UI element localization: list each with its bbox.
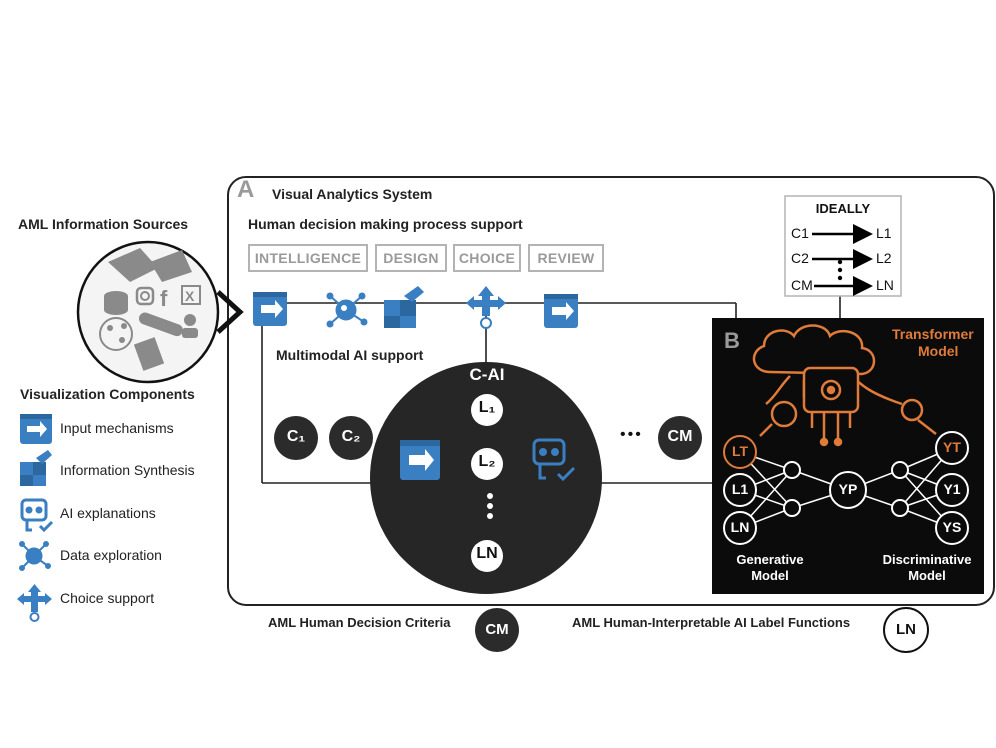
functions-label: AML Human-Interpretable AI Label Functio… — [572, 615, 851, 630]
legend-robot-icon — [20, 498, 54, 533]
ideally-title: IDEALLY — [815, 201, 871, 216]
criteria-label: AML Human Decision Criteria — [268, 615, 451, 630]
node-yp: YP — [838, 481, 858, 497]
label-ln: LN — [476, 545, 498, 562]
sources-title: AML Information Sources — [18, 216, 189, 232]
input-mechanism-icon-2 — [544, 294, 578, 328]
ideally-l1: L1 — [876, 225, 892, 241]
generative-label-line1: Generative — [736, 552, 804, 567]
vertical-ellipsis — [487, 493, 493, 519]
criterion-c1-circle — [274, 416, 318, 460]
stage-design: DESIGN — [375, 244, 447, 272]
legend-input-mechanism-icon — [20, 414, 52, 444]
legend-puzzle-icon — [20, 450, 52, 486]
ideally-cm: CM — [791, 277, 813, 293]
label-l1-circle — [471, 394, 503, 426]
input-mechanism-icon — [253, 292, 287, 326]
criterion-c2-circle — [329, 416, 373, 460]
node-lt: LT — [731, 443, 749, 459]
neural-network-nodes — [723, 431, 969, 545]
node-l1: L1 — [731, 481, 749, 497]
label-ln-circle — [471, 540, 503, 572]
stage-review: REVIEW — [528, 244, 604, 272]
transformer-label-line1: Transformer — [892, 326, 974, 342]
transformer-brain-icon — [752, 324, 937, 447]
criterion-cm-circle — [658, 416, 702, 460]
ideally-l2: L2 — [876, 250, 892, 266]
label-l1: L₁ — [478, 399, 496, 416]
ideally-c1: C1 — [791, 225, 809, 241]
svg-text:f: f — [160, 286, 168, 311]
legend-data-exploration-icon — [19, 541, 51, 571]
criterion-c1: C₁ — [286, 428, 306, 445]
legend-choice-support-icon — [17, 584, 52, 622]
ideally-box — [784, 195, 902, 297]
legend-item-ai-explanations: AI explanations — [60, 505, 156, 521]
ideally-ellipsis — [837, 259, 843, 281]
chevron-right-icon — [216, 290, 244, 334]
node-y1: Y1 — [943, 481, 961, 497]
criterion-c2: C₂ — [341, 428, 361, 445]
criteria-badge-circle — [475, 608, 519, 652]
panel-a-letter: A — [237, 176, 255, 203]
legend-item-data-exploration: Data exploration — [60, 547, 162, 563]
svg-text:X: X — [185, 288, 195, 304]
ideally-ln: LN — [876, 277, 894, 293]
functions-badge: LN — [896, 621, 916, 638]
robot-icon — [532, 438, 576, 482]
criteria-badge: CM — [485, 621, 509, 638]
stage-intelligence: INTELLIGENCE — [248, 244, 368, 272]
legend-title: Visualization Components — [20, 386, 195, 402]
sources-circle: f X — [76, 240, 220, 384]
functions-badge-circle — [883, 607, 929, 653]
input-mechanism-icon-3 — [400, 440, 440, 480]
legend-item-input-mechanisms: Input mechanisms — [60, 420, 174, 436]
data-exploration-icon — [326, 292, 368, 328]
ideally-arrows — [812, 224, 873, 296]
node-ln: LN — [730, 519, 750, 535]
node-ys: YS — [942, 519, 962, 535]
panel-a-frame — [227, 176, 995, 606]
puzzle-icon — [384, 286, 424, 328]
c-ai-title: C-AI — [469, 365, 505, 384]
criterion-cm: CM — [667, 428, 693, 445]
multimodal-label: Multimodal AI support — [276, 347, 424, 363]
discriminative-label-line2: Model — [908, 568, 946, 583]
choice-support-icon — [466, 286, 506, 329]
discriminative-label-line1: Discriminative — [882, 552, 972, 567]
generative-label-line2: Model — [751, 568, 789, 583]
ideally-c2: C2 — [791, 250, 809, 266]
criteria-ellipsis: ••• — [620, 426, 643, 443]
panel-b-letter: B — [724, 328, 740, 353]
transformer-label-line2: Model — [918, 343, 959, 359]
legend-item-information-synthesis: Information Synthesis — [60, 462, 195, 478]
panel-a-subtitle: Human decision making process support — [248, 216, 523, 232]
label-l2: L₂ — [478, 453, 496, 470]
panel-a-title: Visual Analytics System — [272, 186, 433, 202]
legend-item-choice-support: Choice support — [60, 590, 155, 606]
node-yt: YT — [943, 439, 961, 455]
label-l2-circle — [471, 448, 503, 480]
stage-choice: CHOICE — [453, 244, 521, 272]
